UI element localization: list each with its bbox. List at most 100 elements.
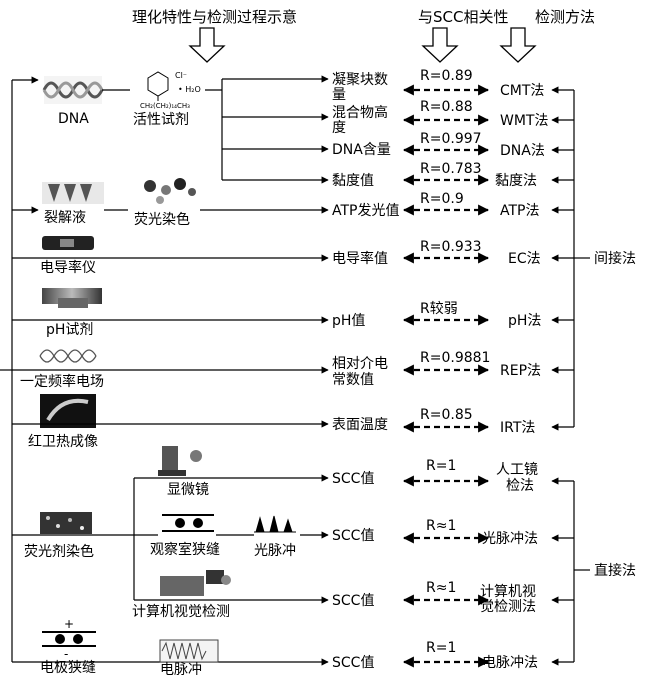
param-mixture-height-line2: 度: [332, 120, 346, 136]
r-light-pulse: R≈1: [426, 518, 456, 534]
microscope-icon: [158, 446, 202, 476]
param-dna-content: DNA含量: [332, 142, 391, 158]
conductivity-meter-icon: [42, 236, 94, 250]
r-ph: R较弱: [420, 301, 458, 317]
param-ph: pH值: [332, 313, 365, 329]
reagent-chain: CH₂(CH₂)₁₄CH₃: [140, 102, 190, 110]
method-electric-pulse: 电脉冲法: [482, 655, 538, 671]
header-down-arrow-mid: [421, 27, 459, 63]
source-active-reagent: 活性试剂: [133, 112, 189, 128]
method-irt: IRT法: [500, 420, 535, 436]
method-manual-line2: 检法: [506, 478, 534, 494]
source-conductivity-meter: 电导率仪: [40, 259, 96, 276]
light-pulse-icon: [254, 515, 296, 533]
param-permittivity-line2: 常数值: [332, 372, 374, 388]
observation-slit-icon: [162, 514, 214, 532]
source-fluor-dye-stain: 荧光剂染色: [24, 543, 94, 560]
r-electric-pulse: R=1: [426, 640, 456, 656]
r-wmt: R=0.88: [420, 99, 473, 115]
r-ec: R=0.933: [420, 239, 482, 255]
param-mixture-height: 混合物高 度: [332, 104, 392, 136]
r-irt: R=0.85: [420, 407, 473, 423]
source-microscope: 显微镜: [167, 482, 209, 498]
reagent-cl: Cl⁻: [175, 71, 187, 80]
source-infrared: 红卫热成像: [28, 434, 98, 450]
source-electrode-slit: 电极狭缝: [40, 660, 96, 675]
r-rep: R=0.9881: [420, 350, 490, 366]
reagent-branches: [102, 75, 329, 184]
source-dna: DNA: [58, 111, 89, 127]
method-ph: pH法: [508, 313, 541, 329]
direct-branches: [38, 474, 329, 666]
method-dna: DNA法: [500, 143, 545, 159]
param-surface-temp: 表面温度: [332, 417, 388, 433]
electric-pulse-icon: [159, 639, 219, 663]
source-ph-reagent: pH试剂: [46, 322, 93, 338]
param-aggregate-count: 凝聚块数 量: [332, 72, 392, 103]
thermal-image-icon: [40, 394, 96, 428]
method-cmt: CMT法: [500, 83, 544, 99]
r-atp: R=0.9: [420, 191, 464, 207]
r-manual: R=1: [426, 458, 456, 474]
method-manual: 人工镜 检法: [496, 462, 542, 494]
group-direct: 直接法: [594, 562, 636, 579]
method-computer-vision: 计算机视 觉检测法: [480, 584, 540, 615]
correlation-column: R=0.89 R=0.88 R=0.997 R=0.783 R=0.9 R=0.…: [420, 68, 490, 656]
param-scc-4: SCC值: [332, 655, 374, 671]
method-manual-line1: 人工镜: [496, 462, 538, 478]
param-mixture-height-line1: 混合物高: [332, 104, 388, 121]
group-indirect: 间接法: [594, 250, 636, 267]
sine-wave-icon: [39, 349, 97, 363]
param-atp: ATP发光值: [332, 203, 399, 219]
header-down-arrow-right: [499, 27, 537, 63]
source-fluor-stain: 荧光染色: [134, 211, 190, 228]
header-down-arrow-left: [188, 27, 226, 63]
source-freq-field: 一定频率电场: [20, 373, 104, 390]
source-lysis: 裂解液: [44, 210, 86, 226]
header-mid: 与SCC相关性: [418, 8, 508, 26]
param-scc-1: SCC值: [332, 471, 374, 487]
source-observation-slit: 观察室狭缝: [150, 541, 220, 558]
lysis-tubes-icon: [42, 182, 104, 204]
pyridinium-structure-icon: [147, 71, 169, 101]
electrode-slit-icon: + -: [42, 617, 96, 661]
method-light-pulse: 光脉冲法: [482, 531, 538, 547]
method-computer-vision-line1: 计算机视: [480, 584, 536, 600]
reagent-h2o: • H₂O: [178, 85, 201, 94]
method-column: CMT法 WMT法 DNA法 黏度法 ATP法 EC法 pH法 REP法 IRT…: [480, 83, 548, 671]
svg-text:+: +: [64, 617, 74, 631]
left-trunk: [0, 76, 39, 663]
computer-vision-icon: [160, 570, 231, 596]
source-electric-pulse: 电脉冲: [160, 662, 202, 675]
param-viscosity: 黏度值: [332, 173, 374, 189]
param-conductivity: 电导率值: [332, 250, 388, 267]
r-viscosity: R=0.783: [420, 161, 482, 177]
stained-cells-icon: [40, 512, 92, 534]
method-viscosity: 黏度法: [495, 173, 537, 189]
param-permittivity-line1: 相对介电: [332, 356, 388, 372]
r-computer-vision: R≈1: [426, 580, 456, 596]
r-dna: R=0.997: [420, 131, 482, 147]
param-scc-3: SCC值: [332, 593, 374, 609]
fluorescent-molecule-icon: [144, 178, 196, 204]
header-left: 理化特性与检测过程示意: [132, 8, 297, 26]
right-brackets: [551, 86, 590, 666]
header-right: 检测方法: [535, 8, 595, 26]
parameter-column: 凝聚块数 量 混合物高 度 DNA含量 黏度值 ATP发光值 电导率值 pH值 …: [332, 72, 399, 671]
correlation-arrows: [402, 84, 490, 668]
ph-strips-icon: [42, 288, 102, 308]
method-atp: ATP法: [500, 203, 539, 219]
source-light-pulse: 光脉冲: [254, 543, 296, 559]
param-aggregate-count-line1: 凝聚块数: [332, 72, 388, 88]
r-cmt: R=0.89: [420, 68, 473, 84]
param-permittivity: 相对介电 常数值: [332, 356, 392, 388]
method-wmt: WMT法: [500, 113, 548, 129]
method-rep: REP法: [500, 363, 541, 379]
method-computer-vision-line2: 觉检测法: [480, 599, 536, 615]
param-scc-2: SCC值: [332, 528, 374, 544]
svg-text:-: -: [64, 647, 68, 661]
param-aggregate-count-line2: 量: [332, 87, 346, 103]
method-ec: EC法: [508, 251, 541, 267]
source-computer-vision: 计算机视觉检测: [132, 604, 230, 620]
